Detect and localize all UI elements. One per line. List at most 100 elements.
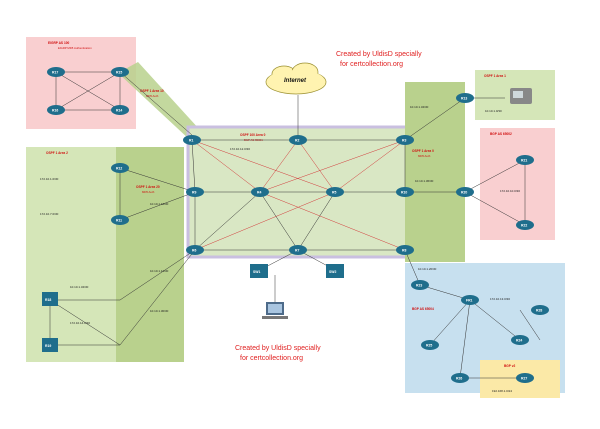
zone-title: OSPF 1 Area 10 bbox=[140, 89, 164, 93]
switch-sw2[interactable]: SW2 bbox=[326, 264, 344, 278]
router-r2[interactable]: R2 bbox=[289, 135, 307, 145]
svg-text:R12: R12 bbox=[116, 167, 122, 171]
router-r28[interactable]: R28 bbox=[531, 305, 549, 315]
red-links bbox=[191, 139, 406, 251]
network-label: 172.10.14.0/30 bbox=[70, 321, 90, 325]
network-label: 172.10.12.0/30 bbox=[230, 147, 250, 151]
svg-text:R13: R13 bbox=[461, 97, 467, 101]
routers: R17 R15 R16 R14 R1 R2 R3 R13 R12 R9 R4 R… bbox=[42, 67, 549, 383]
svg-text:R9: R9 bbox=[192, 191, 196, 195]
svg-text:R18: R18 bbox=[45, 298, 51, 302]
svg-text:R16: R16 bbox=[52, 109, 58, 113]
router-r19[interactable]: R19 bbox=[42, 338, 58, 352]
svg-text:R1: R1 bbox=[189, 139, 193, 143]
svg-text:R24: R24 bbox=[516, 339, 522, 343]
svg-text:R21: R21 bbox=[521, 159, 527, 163]
svg-text:R22: R22 bbox=[521, 224, 527, 228]
zone-bgp65002 bbox=[480, 128, 555, 240]
network-label: 10.10.1.12/30 bbox=[150, 269, 169, 273]
zone-title: OSPF 1 Area 1 bbox=[484, 74, 506, 78]
router-r14[interactable]: R14 bbox=[111, 105, 129, 115]
svg-text:R14: R14 bbox=[116, 109, 122, 113]
zone-title: OSPF 1 Area 0 bbox=[412, 149, 434, 153]
network-label: 172.10.13.0/30 bbox=[490, 297, 510, 301]
zone-subtitle: MD5 Auth bbox=[142, 190, 155, 194]
router-r7[interactable]: R7 bbox=[289, 245, 307, 255]
svg-text:R10: R10 bbox=[401, 191, 407, 195]
router-r1[interactable]: R1 bbox=[183, 135, 201, 145]
network-label: 10.10.1.36/30 bbox=[415, 179, 434, 183]
router-r27[interactable]: R27 bbox=[516, 373, 534, 383]
router-r20[interactable]: R20 bbox=[456, 187, 474, 197]
router-r6[interactable]: R6 bbox=[186, 245, 204, 255]
zone-subtitle: EIGRP MD5 Authentication bbox=[58, 46, 92, 50]
router-r8[interactable]: R8 bbox=[396, 245, 414, 255]
router-fr1[interactable]: FR1 bbox=[461, 295, 479, 305]
router-r5[interactable]: R5 bbox=[326, 187, 344, 197]
network-label: 10.10.1.20/30 bbox=[418, 267, 437, 271]
router-r10[interactable]: R10 bbox=[396, 187, 414, 197]
svg-text:R19: R19 bbox=[45, 344, 51, 348]
switch-sw1[interactable]: SW1 bbox=[250, 264, 268, 278]
zone-eigrp100 bbox=[26, 37, 136, 129]
router-r17[interactable]: R17 bbox=[47, 67, 65, 77]
zone-ospf10 bbox=[118, 62, 200, 140]
zone-ospf0b bbox=[405, 82, 465, 262]
svg-text:R2: R2 bbox=[295, 139, 299, 143]
router-r13[interactable]: R13 bbox=[456, 93, 474, 103]
router-r9[interactable]: R9 bbox=[186, 187, 204, 197]
svg-text:R23: R23 bbox=[416, 284, 422, 288]
network-label: 10.10.1.30/30 bbox=[150, 309, 169, 313]
zone-title: BGP AS 65002 bbox=[490, 132, 512, 136]
router-r15[interactable]: R15 bbox=[111, 67, 129, 77]
router-r24[interactable]: R24 bbox=[511, 335, 529, 345]
router-r21[interactable]: R21 bbox=[516, 155, 534, 165]
router-r25[interactable]: R25 bbox=[421, 340, 439, 350]
svg-text:R20: R20 bbox=[461, 191, 467, 195]
zone-title: OSPF 1 Area 2 bbox=[46, 151, 68, 155]
svg-text:R27: R27 bbox=[521, 377, 527, 381]
network-label: 172.10.10.0/30 bbox=[500, 189, 520, 193]
credit-line-2: for certcollection.org bbox=[240, 355, 303, 362]
internet-cloud: Internet bbox=[265, 62, 327, 95]
pc-icon bbox=[262, 302, 288, 319]
network-label: 10.10.1.34/30 bbox=[70, 285, 89, 289]
network-label: 172.10.7.0/30 bbox=[40, 212, 59, 216]
router-r4[interactable]: R4 bbox=[251, 187, 269, 197]
router-r22[interactable]: R22 bbox=[516, 220, 534, 230]
network-label: 10.10.1.0/30 bbox=[485, 109, 502, 113]
svg-text:R4: R4 bbox=[257, 191, 261, 195]
svg-text:R11: R11 bbox=[116, 219, 122, 223]
network-label: 192.168.1.0/24 bbox=[492, 389, 512, 393]
router-r11[interactable]: R11 bbox=[111, 215, 129, 225]
network-label: 10.10.1.34/30 bbox=[410, 105, 429, 109]
svg-text:R6: R6 bbox=[192, 249, 196, 253]
switches: SW1 SW2 bbox=[250, 264, 344, 278]
router-r16[interactable]: R16 bbox=[47, 105, 65, 115]
zone-title: EIGRP AS 100 bbox=[48, 41, 69, 45]
zone-subtitle: MD5 Auth bbox=[418, 154, 431, 158]
router-r12[interactable]: R12 bbox=[111, 163, 129, 173]
svg-text:R26: R26 bbox=[456, 377, 462, 381]
router-r3[interactable]: R3 bbox=[396, 135, 414, 145]
credit-line-2: for certcollection.org bbox=[340, 61, 403, 68]
router-r18[interactable]: R18 bbox=[42, 292, 58, 306]
svg-text:R7: R7 bbox=[295, 249, 299, 253]
svg-text:R17: R17 bbox=[52, 71, 58, 75]
zone-ospf20 bbox=[116, 147, 184, 362]
credit-line-1: Created by UldisD specially bbox=[235, 345, 321, 352]
svg-text:R5: R5 bbox=[332, 191, 336, 195]
zone-title: BGP AS 65004 bbox=[412, 307, 434, 311]
router-r23[interactable]: R23 bbox=[411, 280, 429, 290]
links bbox=[49, 71, 541, 379]
zone-title: OSPF 100 Area 0 bbox=[240, 133, 266, 137]
router-r26[interactable]: R26 bbox=[451, 373, 469, 383]
ip-phone-icon bbox=[510, 88, 532, 104]
svg-text:R15: R15 bbox=[116, 71, 122, 75]
zone-title: OSPF 1 Area 20 bbox=[136, 185, 160, 189]
svg-text:R8: R8 bbox=[402, 249, 406, 253]
svg-text:SW2: SW2 bbox=[329, 270, 336, 274]
credit-line-1: Created by UldisD specially bbox=[336, 51, 422, 58]
